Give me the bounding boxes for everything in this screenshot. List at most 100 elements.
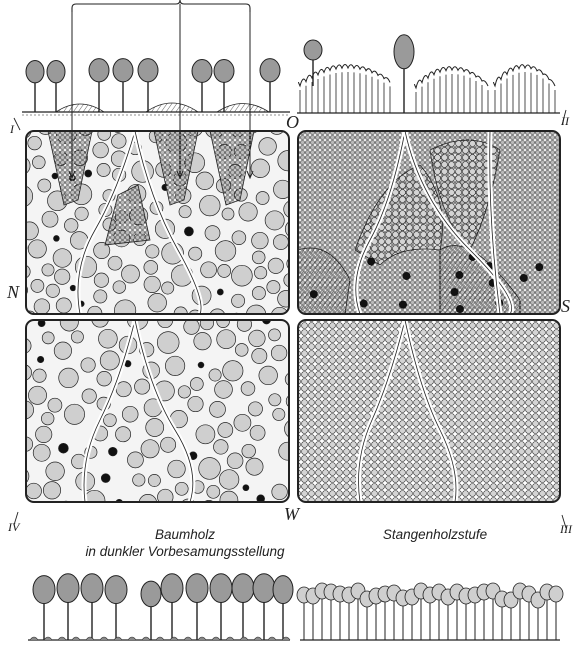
tree-crown xyxy=(47,60,65,82)
tree-crown-plan xyxy=(199,458,221,480)
tree-crown-plan xyxy=(46,462,65,481)
tree-crown-plan xyxy=(232,294,245,307)
tree-crown xyxy=(210,574,232,603)
seedling-dot xyxy=(402,272,410,280)
tree-crown-plan xyxy=(97,371,112,386)
tree-crown-plan xyxy=(214,440,229,455)
tree-crown-plan xyxy=(17,265,30,278)
tree-crown-plan xyxy=(248,402,262,416)
seedling-dot xyxy=(310,290,318,298)
canopy-outline xyxy=(415,67,489,88)
tree-crown-plan xyxy=(116,427,131,442)
tree-crown xyxy=(113,59,133,82)
tree-icon xyxy=(253,574,275,640)
tree-crown xyxy=(105,576,127,604)
tree-crown-plan xyxy=(58,501,74,517)
tree-crown-plan xyxy=(148,293,167,312)
profile-IV-dark-seeding xyxy=(28,574,293,640)
tree-crown-plan xyxy=(55,269,70,284)
compass-east: O xyxy=(286,113,299,131)
seedling-patch-icon xyxy=(217,104,269,113)
stage-arrow xyxy=(14,118,20,130)
tree-icon xyxy=(81,574,103,640)
tree-crown-plan xyxy=(11,156,30,175)
tree-crown xyxy=(33,576,55,604)
tree-crown xyxy=(273,576,293,604)
tree-icon xyxy=(260,59,280,112)
tree-icon xyxy=(214,60,234,112)
seedling-patch-icon xyxy=(156,637,164,640)
tree-crown-plan xyxy=(272,484,288,500)
seedling-dot xyxy=(198,362,204,368)
seedling-dot xyxy=(217,289,223,295)
compass-west: W xyxy=(284,505,299,523)
stage-number-II: II xyxy=(561,115,569,127)
tree-crown-plan xyxy=(190,378,203,391)
seedling-patch-icon xyxy=(44,637,52,640)
seedling-dot xyxy=(520,274,528,282)
seedling-dot xyxy=(37,356,43,362)
tree-crown-plan xyxy=(189,247,202,260)
seedling-patch-icon xyxy=(72,637,80,640)
seedling-patch-icon xyxy=(30,637,38,640)
tree-icon xyxy=(89,59,109,112)
stage-number-III: III xyxy=(560,523,572,535)
tree-crown-plan xyxy=(94,273,108,287)
tree-crown-plan xyxy=(259,366,278,385)
seedling-dot xyxy=(451,288,459,296)
tree-icon xyxy=(141,581,161,640)
seedling-patch-icon xyxy=(198,637,206,640)
tree-crown-plan xyxy=(43,482,60,499)
tree-crown xyxy=(394,35,414,69)
tree-crown-plan xyxy=(82,389,96,403)
caption-left-line1: Baumholz xyxy=(80,528,290,542)
tree-crown-plan xyxy=(32,156,45,169)
seedling-patch-icon xyxy=(100,637,108,640)
tree-crown-plan xyxy=(16,338,31,353)
tree-crown-plan xyxy=(284,273,298,287)
seedling-patch-icon xyxy=(212,637,220,640)
tree-crown-plan xyxy=(34,299,50,315)
tree-crown-plan xyxy=(268,258,283,273)
tree-crown-plan xyxy=(93,142,109,158)
tree-crown-plan xyxy=(251,159,270,178)
tree-icon xyxy=(138,59,158,112)
tree-crown-plan xyxy=(20,222,38,240)
seedling-dot xyxy=(54,236,60,242)
tree-crown xyxy=(141,581,161,607)
tree-crown xyxy=(253,574,275,603)
tree-crown-plan xyxy=(254,267,266,279)
tree-crown-plan xyxy=(220,491,238,509)
tree-crown-plan xyxy=(222,208,234,220)
tree-crown-plan xyxy=(38,179,51,192)
tree-crown-plan xyxy=(13,241,27,255)
tree-crown xyxy=(186,574,208,603)
tree-crown-plan xyxy=(127,452,143,468)
tree-crown-plan xyxy=(184,319,200,335)
tree-crown-plan xyxy=(179,206,191,218)
tree-crown-plan xyxy=(42,264,54,276)
tree-crown-plan xyxy=(28,136,42,150)
tree-crown xyxy=(232,574,254,603)
tree-crown xyxy=(26,60,44,82)
tree-crown-plan xyxy=(273,408,285,420)
tree-crown-plan xyxy=(218,423,233,438)
tree-crown-plan xyxy=(269,329,281,341)
tree-crown-plan xyxy=(246,458,263,475)
tree-crown-plan xyxy=(100,351,119,370)
tree-crown-plan xyxy=(97,163,110,176)
tree-crown xyxy=(304,40,322,60)
tree-crown-plan xyxy=(252,251,265,264)
seedling-patch-icon xyxy=(142,637,150,640)
tree-crown-plan xyxy=(144,276,160,292)
tree-crown-plan xyxy=(36,503,49,516)
tree-crown-plan xyxy=(26,483,42,499)
tree-crown-plan xyxy=(278,291,295,308)
seedling-dot xyxy=(184,227,193,236)
tree-crown-plan xyxy=(162,282,174,294)
tree-crown-plan xyxy=(16,365,32,381)
tree-icon xyxy=(232,574,254,640)
caption-left: Baumholz in dunkler Vorbesamungsstellung xyxy=(80,528,290,558)
tree-crown-plan xyxy=(15,310,27,322)
tree-crown-plan xyxy=(60,313,78,331)
